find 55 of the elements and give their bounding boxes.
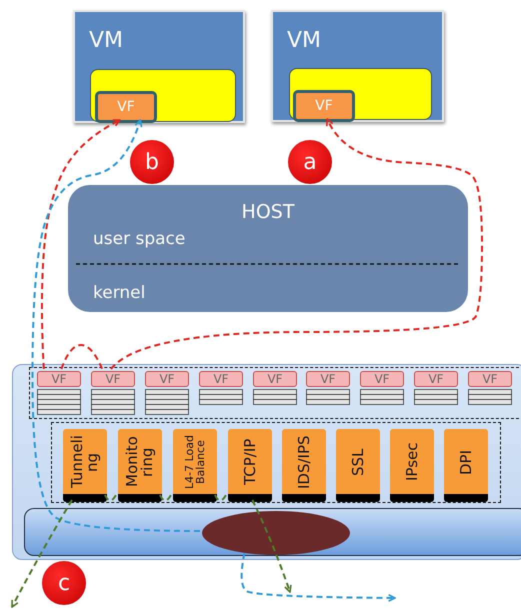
function-label: Monito ring	[125, 435, 155, 489]
vf-tag: VF	[253, 371, 297, 387]
marker-circle	[288, 140, 332, 184]
vf-tag: VF	[199, 371, 243, 387]
function-box	[173, 429, 217, 502]
library-box	[289, 68, 432, 120]
function-label: IDS/IPS	[296, 434, 312, 490]
switch-bar	[24, 508, 521, 556]
function-box	[444, 429, 488, 502]
vm-box	[271, 10, 444, 122]
marker-letter: a	[303, 150, 317, 174]
vf-tag: VF	[468, 371, 512, 387]
vf-label: VF	[315, 98, 333, 114]
function-label: Tunneli ng	[70, 434, 100, 490]
marker-circle	[42, 561, 86, 605]
space-label: user space	[93, 229, 186, 249]
function-box	[228, 429, 272, 502]
function-box	[282, 429, 326, 502]
dashed-arrow	[32, 119, 200, 532]
function-label: TCP/IP	[242, 437, 258, 487]
nic-panel	[12, 364, 521, 560]
function-label: DPI	[458, 448, 474, 476]
marker-circle	[130, 140, 174, 184]
dashed-arrow	[240, 552, 396, 602]
vf-box	[95, 91, 157, 123]
function-label: SSL	[350, 446, 366, 478]
vf-tag: VF	[37, 371, 81, 387]
vf-tag: VF	[360, 371, 404, 387]
function-box	[390, 429, 434, 502]
vm-label: VM	[89, 28, 124, 53]
vf-label: VF	[117, 99, 135, 115]
function-box	[336, 429, 380, 502]
dashed-group	[51, 422, 501, 503]
host-title: HOST	[240, 201, 296, 223]
dashed-group	[29, 367, 521, 419]
vm-box	[73, 10, 245, 123]
function-label: L4-7 Load Balance	[184, 434, 206, 490]
marker-letter: c	[58, 570, 70, 596]
marker-letter: b	[145, 150, 159, 174]
vf-tag: VF	[145, 371, 189, 387]
host-box	[68, 185, 468, 312]
vf-tag: VF	[91, 371, 135, 387]
dashed-arrow	[252, 500, 292, 593]
function-box	[63, 429, 107, 502]
vm-label: VM	[287, 28, 322, 53]
library-box	[90, 69, 236, 122]
vf-tag: VF	[414, 371, 458, 387]
space-label: kernel	[93, 283, 146, 303]
dashed-arrow	[11, 499, 73, 608]
vf-tag: VF	[306, 371, 350, 387]
function-box	[118, 429, 162, 502]
vf-box	[293, 90, 355, 122]
function-label: IPsec	[404, 441, 420, 483]
dashed-arrow	[40, 119, 121, 370]
dashed-arrow	[110, 118, 483, 370]
